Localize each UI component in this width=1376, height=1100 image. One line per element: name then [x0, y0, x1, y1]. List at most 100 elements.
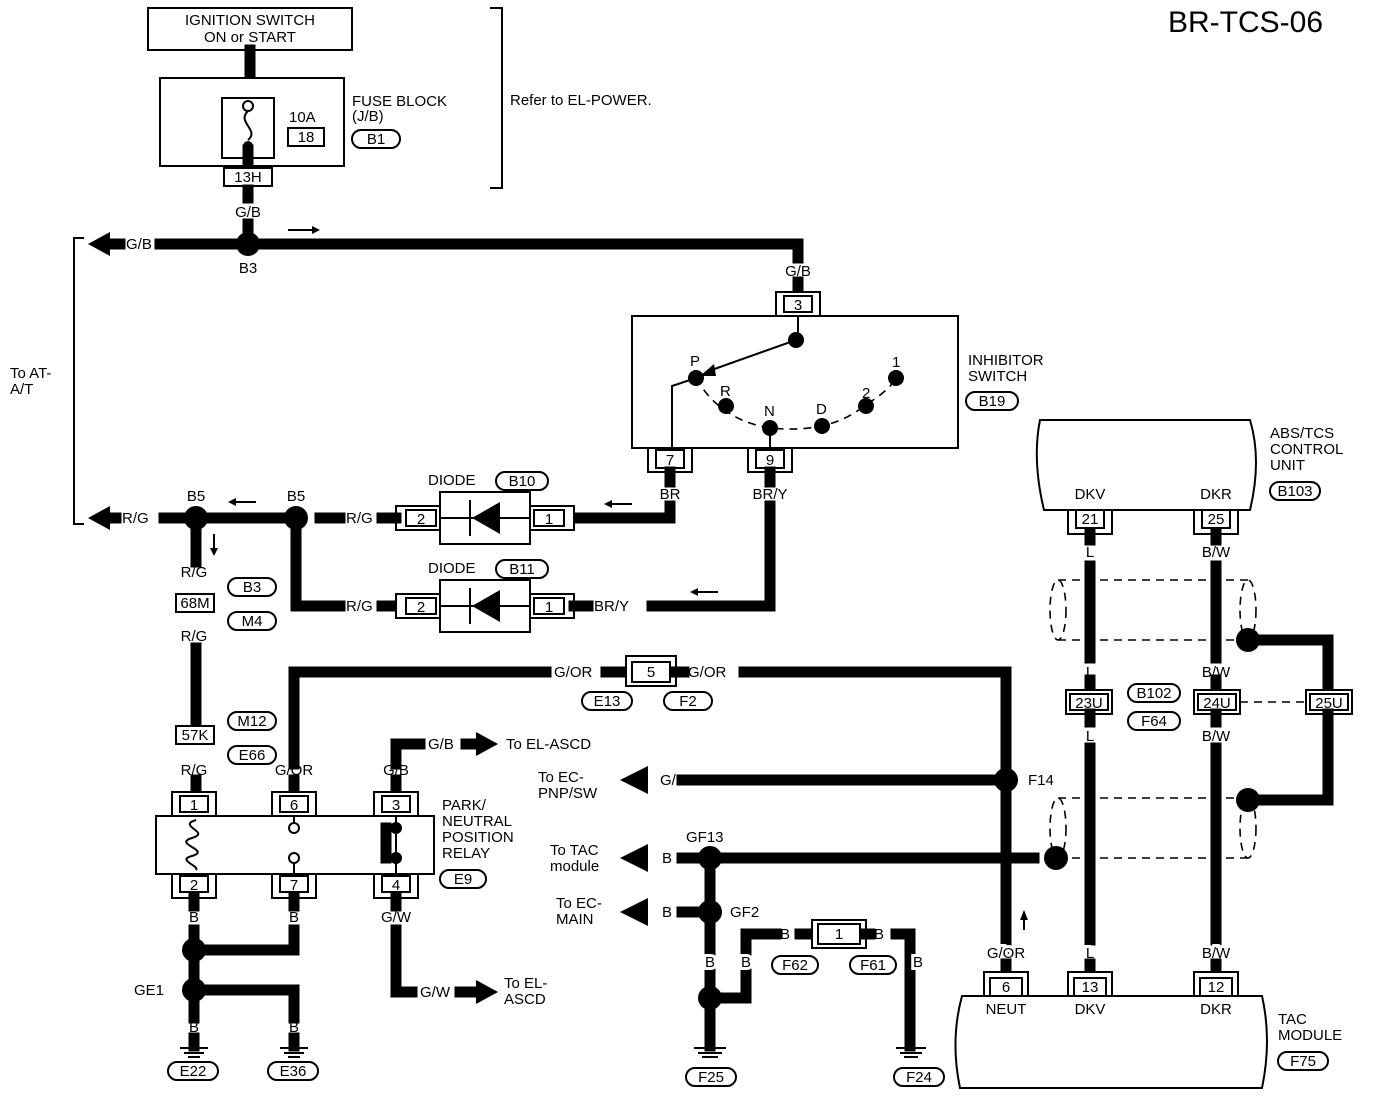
- dest-el-ascd1: To EL-ASCD: [506, 736, 591, 753]
- splice-b5a: [184, 506, 208, 530]
- ignition-switch-label-2: ON or START: [204, 29, 296, 46]
- wire-bw-4: B/W: [1202, 945, 1231, 962]
- relay-t3: 3: [392, 797, 400, 814]
- wire-gw-1: G/W: [381, 909, 412, 926]
- fuse-block-conn: B1: [367, 131, 385, 148]
- wire-l-1: L: [1086, 544, 1094, 561]
- splice-f14: [994, 768, 1018, 792]
- relay-label-3: POSITION: [442, 829, 514, 846]
- inhibitor-t3: 3: [794, 297, 802, 314]
- wire-b-7: B: [705, 954, 715, 971]
- relay-t1: 1: [190, 797, 198, 814]
- tac-dkr: DKR: [1200, 1001, 1232, 1018]
- fuse-block-label-2: (J/B): [352, 108, 384, 125]
- inhibitor-t9: 9: [766, 452, 774, 469]
- relay-label: PARK/: [442, 797, 487, 814]
- conn-68m: 68M: [180, 595, 209, 612]
- wire-b-6: B: [662, 904, 672, 921]
- conn-f2: F2: [679, 693, 697, 710]
- dest-tac-module: To TAC: [550, 842, 599, 859]
- conn-57k: 57K: [182, 727, 209, 744]
- abs-label-3: UNIT: [1270, 457, 1305, 474]
- wire-b-10: B: [874, 926, 884, 943]
- fuse-terminal: 13H: [234, 169, 262, 186]
- wire-bw-2: B/W: [1202, 664, 1231, 681]
- splice-ge1-label: GE1: [134, 982, 164, 999]
- wire-b-11: B: [913, 954, 923, 971]
- conn-f61: F61: [860, 957, 886, 974]
- wire-gb-3: G/B: [785, 263, 811, 280]
- pos-1: 1: [892, 354, 900, 371]
- relay-t4: 4: [392, 877, 400, 894]
- wire-rg-5: R/G: [181, 628, 208, 645]
- dest-el-ascd2-2: ASCD: [504, 991, 546, 1008]
- abs-dkr: DKR: [1200, 486, 1232, 503]
- tac-t13: 13: [1082, 979, 1099, 996]
- inhibitor-conn: B19: [979, 393, 1006, 410]
- conn-m12: M12: [237, 713, 266, 730]
- ground-e22: E22: [180, 1063, 207, 1080]
- pos-n: N: [764, 403, 775, 420]
- wire-b-2: B: [289, 909, 299, 926]
- splice-gf2-label: GF2: [730, 904, 759, 921]
- wire-rg-3: R/G: [346, 598, 373, 615]
- inhibitor-label: INHIBITOR: [968, 352, 1044, 369]
- splice-b5b-label: B5: [287, 488, 305, 505]
- ground-e36: E36: [280, 1063, 307, 1080]
- wire-gor-5: G/OR: [987, 945, 1026, 962]
- wire-b-4: B: [289, 1019, 299, 1036]
- diode2-conn: B11: [509, 561, 535, 578]
- pos-d: D: [816, 401, 827, 418]
- tac-conn: F75: [1290, 1053, 1316, 1070]
- conn-5: 5: [647, 664, 655, 681]
- abs-dkv: DKV: [1075, 486, 1106, 503]
- wire-bry-1: BR/Y: [752, 486, 787, 503]
- splice-f14-label: F14: [1028, 772, 1054, 789]
- wire-gw-2: G/W: [420, 984, 451, 1001]
- conn-f64: F64: [1141, 713, 1167, 730]
- wire-b-9: B: [780, 926, 790, 943]
- wire-gor-3: G/OR: [275, 762, 314, 779]
- splice-gf2: [698, 900, 722, 924]
- tac-label-2: MODULE: [1278, 1027, 1342, 1044]
- relay-t7: 7: [290, 877, 298, 894]
- splice-gf13-label: GF13: [686, 829, 724, 846]
- wire-gb-1: G/B: [235, 204, 261, 221]
- wire-gor-2: G/OR: [688, 664, 727, 681]
- conn-b3: B3: [243, 579, 261, 596]
- refer-power: Refer to EL-POWER.: [510, 92, 652, 109]
- tac-t12: 12: [1208, 979, 1225, 996]
- diode1-label: DIODE: [428, 472, 476, 489]
- wire-bry-2: BR/Y: [594, 598, 629, 615]
- fuse-block-label: FUSE BLOCK: [352, 93, 447, 110]
- diode1-conn: B10: [509, 473, 536, 490]
- diode2-a: 2: [417, 599, 425, 616]
- wire-b-8: B: [741, 954, 751, 971]
- dest-el-ascd2: To EL-: [504, 975, 547, 992]
- conn-e13: E13: [594, 693, 621, 710]
- diode2-b: 1: [545, 599, 553, 616]
- conn-24u: 24U: [1203, 695, 1231, 712]
- to-at-label: To AT-: [10, 365, 51, 382]
- splice-b5a-label: B5: [187, 488, 205, 505]
- wire-b-5: B: [662, 850, 672, 867]
- wire-bw-3: B/W: [1202, 728, 1231, 745]
- diode2-label: DIODE: [428, 560, 476, 577]
- wire-gb-5: G/B: [383, 762, 409, 779]
- conn-f62: F62: [782, 957, 808, 974]
- tac-label: TAC: [1278, 1011, 1307, 1028]
- conn-m4: M4: [242, 613, 263, 630]
- abs-t21: 21: [1082, 511, 1099, 528]
- splice-b3-label: B3: [239, 260, 257, 277]
- pos-2: 2: [862, 385, 870, 402]
- dest-ec-pnp-2: PNP/SW: [538, 785, 598, 802]
- abs-label-2: CONTROL: [1270, 441, 1343, 458]
- diode1-a: 2: [417, 511, 425, 528]
- wire-gb-2: G/B: [126, 236, 152, 253]
- tac-dkv: DKV: [1075, 1001, 1106, 1018]
- wire-rg-4: R/G: [181, 564, 208, 581]
- wire-br: BR: [660, 486, 681, 503]
- dest-ec-main-2: MAIN: [556, 911, 594, 928]
- inhibitor-label-2: SWITCH: [968, 368, 1027, 385]
